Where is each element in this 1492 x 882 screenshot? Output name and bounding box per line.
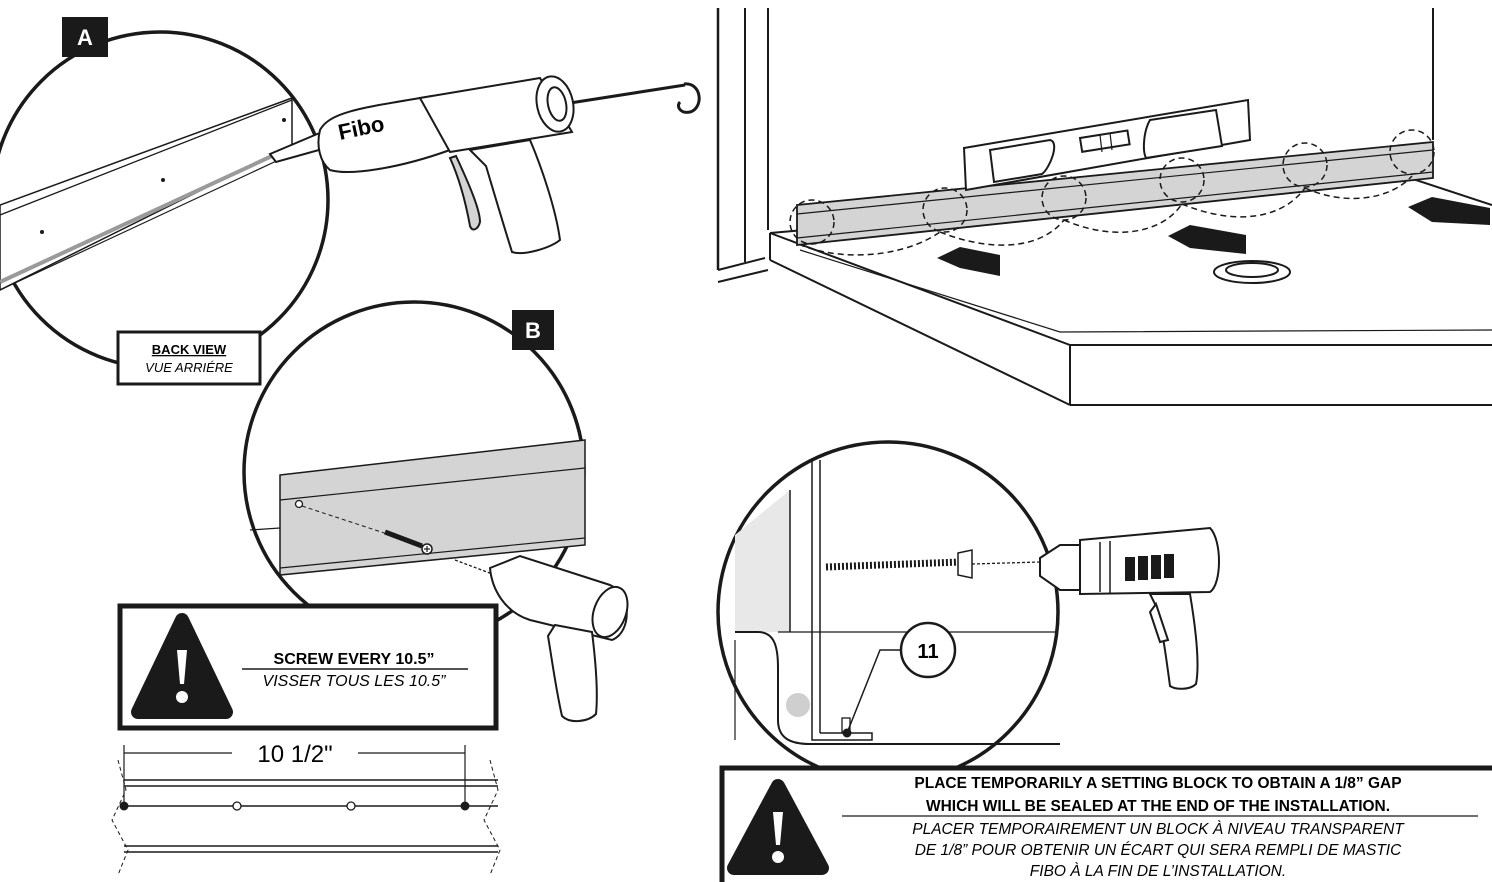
screw-spacing-dimension [111,745,501,876]
screw-warning-fr: VISSER TOUS LES 10.5” [263,673,447,690]
back-view-caption-box [116,330,262,386]
part-callout-circle [899,621,957,679]
caulking-gun [268,75,701,254]
screw-warning: SCREW EVERY 10.5” VISSER TOUS LES 10.5” [117,603,499,731]
arrow-icons [937,197,1490,276]
arrow-icon [1408,197,1490,225]
long-screw [825,549,1041,579]
arrow-icon [937,247,1000,276]
arrow-icon [1168,225,1246,254]
setting-block-warning-box [719,765,1492,882]
screw [384,529,433,555]
back-view-caption-en: BACK VIEW [152,342,227,357]
setting-block-warning-fr-line3: FIBO À LA FIN DE L’INSTALLATION. [1030,863,1286,880]
detail-setting-block [716,440,1060,784]
back-view-caption-fr: VUE ARRIÉRE [145,360,233,375]
setting-block-warning-fr-line1: PLACER TEMPORAIREMENT UN BLOCK À NIVEAU … [912,821,1405,838]
drill-right [1039,526,1220,690]
setting-block-warning-en-line2: WHICH WILL BE SEALED AT THE END OF THE I… [926,798,1390,815]
drill-b [454,554,629,722]
rail-front-view [249,439,586,576]
detail-b: B [242,300,586,644]
dimension-label: 10 1/2" [257,741,332,768]
setting-block-warning-fr-line2: DE 1/8” POUR OBTENIR UN ÉCART QUI SERA R… [915,842,1402,859]
detail-a: A BACK VIEW VUE ARRIÉRE [0,17,330,386]
detail-a-badge [62,17,108,57]
sealant-dot [786,693,810,717]
setting-point-markers [789,129,1435,256]
detail-b-badge [512,310,554,350]
screw-warning-en: SCREW EVERY 10.5” [274,651,435,668]
setting-block-warning-en-line1: PLACE TEMPORARILY A SETTING BLOCK TO OBT… [914,775,1401,792]
detail-b-letter: B [525,318,541,343]
setting-block-warning: PLACE TEMPORARILY A SETTING BLOCK TO OBT… [719,765,1492,882]
caulk-bead [0,148,286,284]
warning-triangle-icon [727,779,829,875]
detail-a-letter: A [77,25,93,50]
part-callout-number: 11 [917,641,938,663]
spirit-level [962,98,1252,192]
warning-triangle-icon [131,613,233,719]
